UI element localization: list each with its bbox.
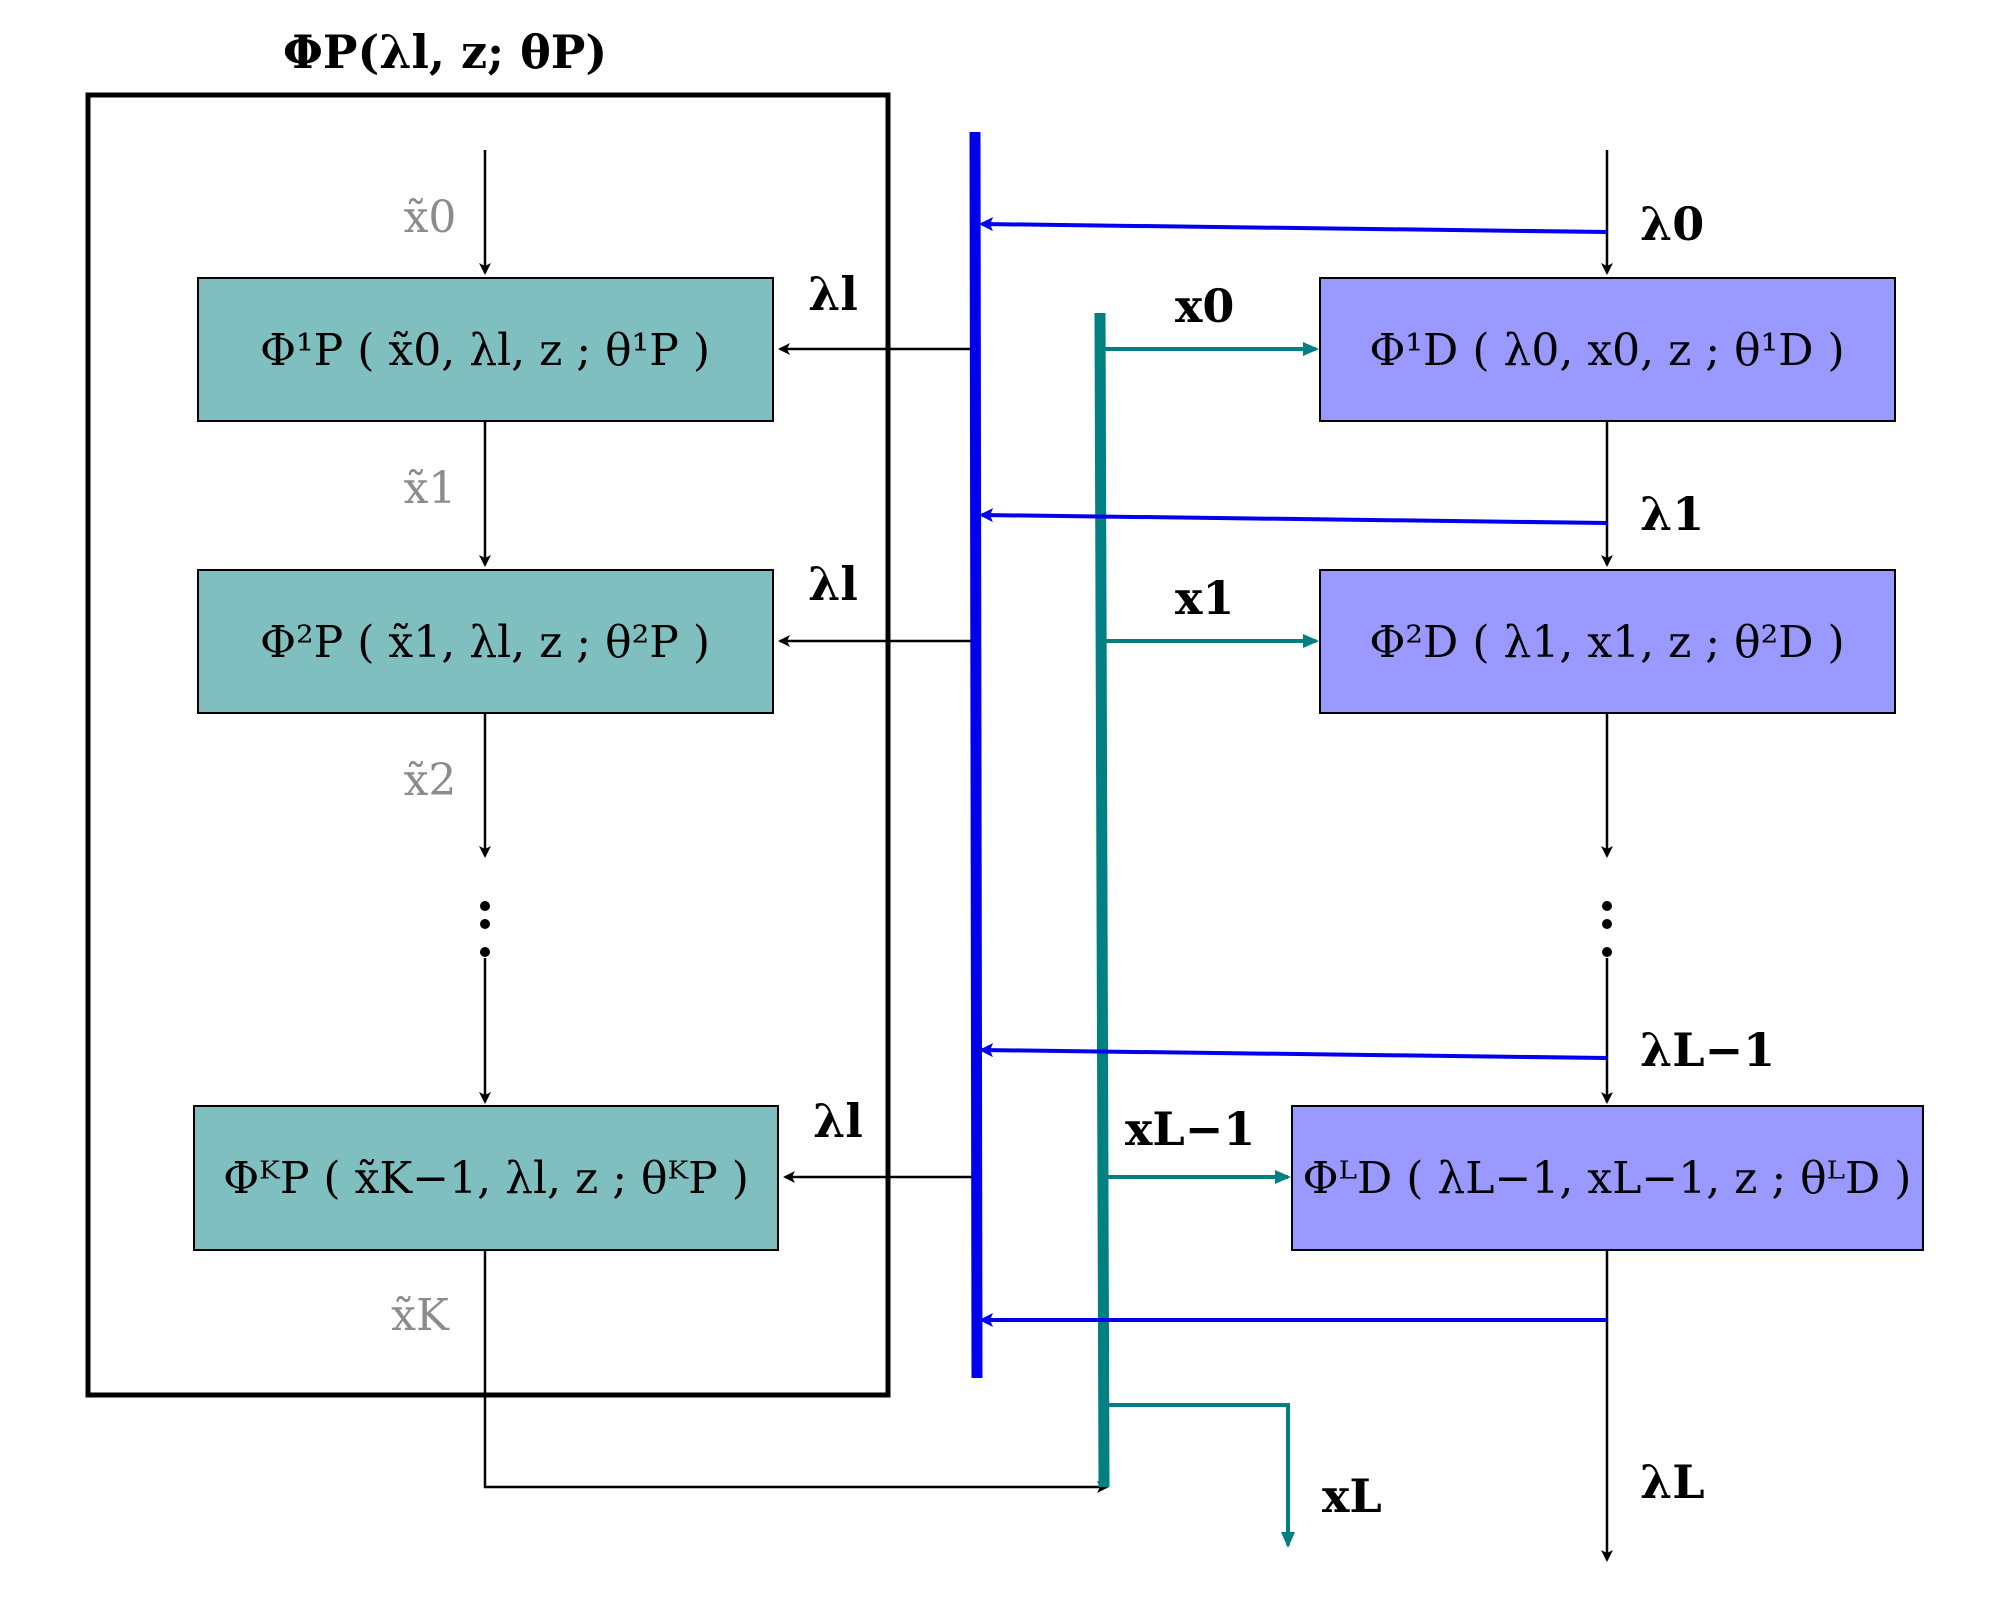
prior-state-label: x̃2 (404, 755, 457, 806)
prior-network-title: ΦP(λl, z; θP) (283, 25, 607, 79)
prior-state-label: x̃1 (404, 463, 457, 514)
lambda-label: λ1 (1640, 487, 1704, 541)
data-block-2-label: Φ²D ( λ1, x1, z ; θ²D ) (1369, 617, 1844, 668)
prior-output-arrow (483, 1251, 1109, 1493)
prior-block-K-label: ΦᴷP ( x̃K−1, λl, z ; θᴷP ) (223, 1153, 749, 1204)
data-block-2 (1319, 569, 1896, 714)
x-L-output-label: xL (1322, 1469, 1382, 1523)
x-input-label: x0 (1175, 279, 1234, 333)
data-block-1-label: Φ¹D ( λ0, x0, z ; θ¹D ) (1369, 325, 1844, 376)
lambda-label: λL−1 (1640, 1023, 1775, 1077)
prior-block-K (193, 1105, 779, 1251)
lambda-l-label: λl (808, 267, 858, 321)
lambda-label: λL (1640, 1455, 1705, 1509)
prior-dot (480, 901, 490, 911)
prior-block-2-label: Φ²P ( x̃1, λl, z ; θ²P ) (260, 617, 710, 668)
prior-block-2 (197, 569, 774, 714)
lambda-l-label: λl (813, 1094, 863, 1148)
x-bus (1094, 312, 1110, 1488)
x-L-output-arrow (1106, 1403, 1295, 1548)
lambda-0-feedback (979, 217, 1608, 234)
data-dot (1602, 947, 1612, 957)
lambda-1-feedback (979, 508, 1608, 525)
data-dot (1602, 919, 1612, 929)
prior-block-1-label: Φ¹P ( x̃0, λl, z ; θ¹P ) (260, 325, 710, 376)
data-block-L (1291, 1105, 1924, 1251)
lambda-bus (969, 131, 983, 1379)
x-input-label: x1 (1175, 571, 1234, 625)
data-block-1 (1319, 277, 1896, 422)
prior-state-label: x̃K (391, 1290, 450, 1341)
x-input-label: xL−1 (1125, 1102, 1255, 1156)
data-block-L-label: ΦᴸD ( λL−1, xL−1, z ; θᴸD ) (1303, 1153, 1912, 1204)
lambda-label: λ0 (1640, 197, 1704, 251)
prior-dot (480, 919, 490, 929)
prior-state-label: x̃0 (404, 192, 457, 243)
prior-block-1 (197, 277, 774, 422)
lambda-l-label: λl (808, 557, 858, 611)
lambda-L-1-feedback (979, 1043, 1608, 1060)
prior-network-frame (85, 92, 891, 1398)
data-dot (1602, 901, 1612, 911)
prior-dot (480, 947, 490, 957)
